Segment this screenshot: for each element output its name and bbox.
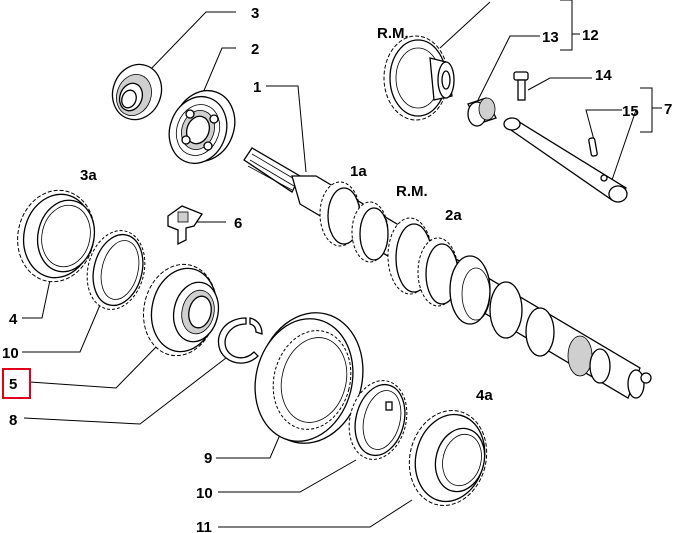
circlip	[217, 317, 263, 364]
label-6: 6	[234, 215, 242, 232]
label-10-top: 10	[2, 345, 19, 362]
selector-pad	[167, 205, 203, 246]
label-4a: 4a	[476, 387, 493, 404]
leader-lines	[22, 0, 662, 528]
reverse-gear-top	[383, 35, 455, 121]
synchro-hub	[143, 263, 220, 357]
synchro-ring-top	[86, 230, 146, 310]
label-8: 8	[9, 412, 17, 429]
bolt	[513, 71, 529, 101]
label-7: 7	[664, 101, 672, 118]
label-10-bottom: 10	[196, 485, 213, 502]
label-1: 1	[253, 79, 261, 96]
label-2a: 2a	[445, 207, 462, 224]
gear-3a	[17, 189, 96, 283]
main-shaft	[243, 147, 652, 399]
label-11: 11	[196, 519, 212, 533]
label-9: 9	[204, 450, 212, 467]
gear-4a	[408, 410, 488, 506]
label-2: 2	[251, 41, 259, 58]
label-rm-top: R.M.	[377, 25, 409, 42]
label-5: 5	[9, 376, 17, 393]
label-14: 14	[595, 67, 612, 84]
label-4: 4	[9, 311, 18, 328]
label-1a: 1a	[350, 163, 367, 180]
needle-bushing	[467, 97, 497, 127]
roll-pin	[588, 137, 598, 157]
label-3a: 3a	[80, 167, 97, 184]
part-labels: 3 2 1 R.M. 13 12 14 15 7 3a 1a R.M. 2a 6…	[2, 5, 672, 533]
label-12: 12	[582, 27, 599, 44]
bearing-large	[168, 89, 236, 165]
reverse-idler-shaft	[503, 117, 628, 203]
label-rm-shaft: R.M.	[396, 183, 428, 200]
bearing-small	[111, 63, 163, 121]
label-3: 3	[251, 5, 259, 22]
label-15: 15	[622, 103, 639, 120]
highlight-box	[2, 368, 31, 399]
synchro-ring-bottom	[348, 380, 408, 460]
label-13: 13	[542, 29, 559, 46]
synchro-sleeve	[254, 312, 364, 444]
